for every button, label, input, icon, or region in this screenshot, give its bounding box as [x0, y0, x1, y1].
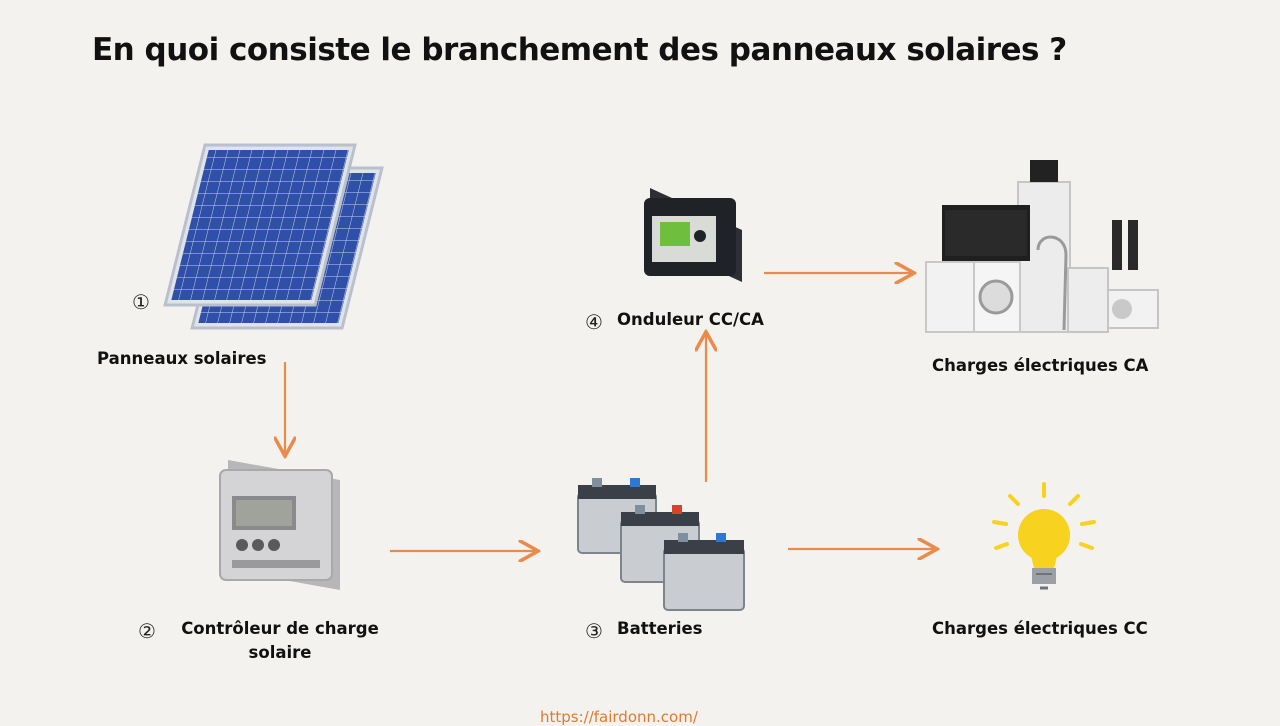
label-charge-controller-line2: solaire [248, 643, 312, 662]
inverter-icon [644, 188, 742, 282]
source-url[interactable]: https://fairdonn.com/ [540, 708, 698, 726]
label-charge-controller-line1: Contrôleur de charge [181, 619, 379, 638]
label-dc-loads: Charges électriques CC [932, 619, 1148, 638]
charge-controller-icon [219, 460, 340, 590]
solar-panels-icon [163, 143, 384, 330]
light-bulb-icon [992, 482, 1096, 590]
label-ac-loads: Charges électriques CA [932, 356, 1149, 375]
ac-appliances-icon [925, 160, 1159, 333]
step-number-1: ① [132, 290, 150, 314]
step-number-2: ② [138, 619, 156, 643]
step-number-3: ③ [585, 619, 603, 643]
label-batteries: Batteries [617, 619, 703, 638]
step-number-4: ④ [585, 310, 603, 334]
label-solar-panels: Panneaux solaires [97, 349, 267, 368]
label-inverter: Onduleur CC/CA [617, 310, 764, 329]
batteries-icon [577, 478, 745, 611]
page-title: En quoi consiste le branchement des pann… [92, 32, 1067, 68]
